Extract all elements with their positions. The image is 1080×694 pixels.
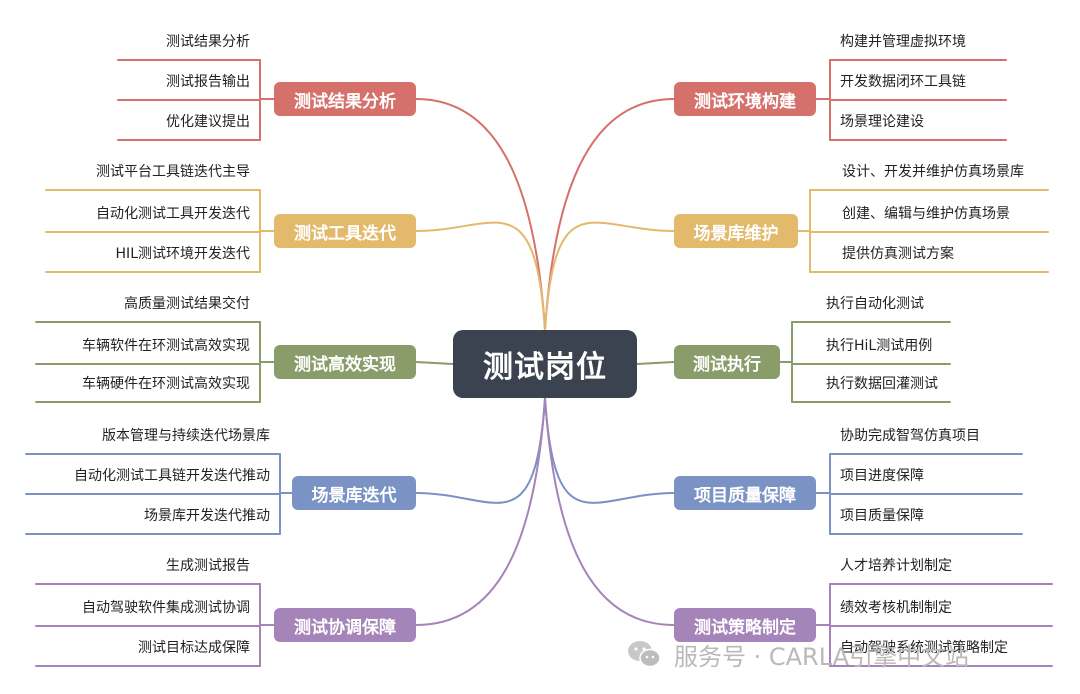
leaf-item[interactable]: 人才培养计划制定 [840, 558, 952, 574]
center-node[interactable]: 测试岗位 [453, 330, 637, 398]
leaf-item[interactable]: 测试平台工具链迭代主导 [96, 164, 250, 180]
branch-connector [636, 361, 675, 365]
branch-connector [415, 361, 454, 365]
leaf-item[interactable]: HIL测试环境开发迭代 [115, 246, 250, 262]
branch-node[interactable]: 测试执行 [674, 345, 780, 379]
branch-connector [544, 98, 675, 331]
wechat-icon [628, 641, 661, 668]
watermark-text: 服务号 · CARLA引擎中文站 [674, 642, 970, 671]
branch-node[interactable]: 场景库迭代 [292, 476, 416, 510]
leaf-item[interactable]: 场景理论建设 [840, 114, 924, 130]
leaf-item[interactable]: 测试结果分析 [166, 34, 250, 50]
leaf-item[interactable]: 执行自动化测试 [826, 296, 924, 312]
leaf-item[interactable]: 测试目标达成保障 [138, 640, 250, 656]
branch-node[interactable]: 测试高效实现 [274, 345, 416, 379]
leaf-item[interactable]: 自动化测试工具开发迭代 [96, 206, 250, 222]
branch-node[interactable]: 项目质量保障 [674, 476, 816, 510]
watermark: 服务号 · CARLA引擎中文站 [626, 636, 1066, 672]
branch-connector [544, 397, 675, 504]
leaf-item[interactable]: 自动驾驶系统测试策略制定 [840, 640, 1008, 656]
leaf-item[interactable]: 版本管理与持续迭代场景库 [102, 428, 270, 444]
branch-connector [415, 98, 546, 331]
leaf-item[interactable]: 车辆硬件在环测试高效实现 [82, 376, 250, 392]
leaf-item[interactable]: 项目进度保障 [840, 468, 924, 484]
leaf-item[interactable]: 设计、开发并维护仿真场景库 [842, 164, 1024, 180]
branch-connector [544, 221, 675, 331]
leaf-item[interactable]: 生成测试报告 [166, 558, 250, 574]
leaf-item[interactable]: 场景库开发迭代推动 [144, 508, 270, 524]
branch-node[interactable]: 测试协调保障 [274, 608, 416, 642]
leaf-item[interactable]: 创建、编辑与维护仿真场景 [842, 206, 1010, 222]
leaf-item[interactable]: 自动驾驶软件集成测试协调 [82, 600, 250, 616]
leaf-item[interactable]: 项目质量保障 [840, 508, 924, 524]
leaf-item[interactable]: 车辆软件在环测试高效实现 [82, 338, 250, 354]
leaf-item[interactable]: 优化建议提出 [166, 114, 250, 130]
branch-connector [415, 397, 546, 504]
leaf-item[interactable]: 开发数据闭环工具链 [840, 74, 966, 90]
branch-connector [544, 397, 675, 626]
leaf-item[interactable]: 构建并管理虚拟环境 [840, 34, 966, 50]
leaf-item[interactable]: 高质量测试结果交付 [124, 296, 250, 312]
branch-node[interactable]: 测试环境构建 [674, 82, 816, 116]
branch-node[interactable]: 测试策略制定 [674, 608, 816, 642]
leaf-item[interactable]: 执行数据回灌测试 [826, 376, 938, 392]
branch-node[interactable]: 测试结果分析 [274, 82, 416, 116]
leaf-item[interactable]: 测试报告输出 [166, 74, 250, 90]
branch-node[interactable]: 场景库维护 [674, 214, 798, 248]
branch-node[interactable]: 测试工具迭代 [274, 214, 416, 248]
leaf-item[interactable]: 绩效考核机制制定 [840, 600, 952, 616]
branch-connector [415, 221, 546, 331]
branch-connector [415, 397, 546, 626]
leaf-item[interactable]: 自动化测试工具链开发迭代推动 [74, 468, 270, 484]
leaf-item[interactable]: 执行HiL测试用例 [826, 338, 933, 354]
leaf-item[interactable]: 提供仿真测试方案 [842, 246, 954, 262]
leaf-item[interactable]: 协助完成智驾仿真项目 [840, 428, 980, 444]
